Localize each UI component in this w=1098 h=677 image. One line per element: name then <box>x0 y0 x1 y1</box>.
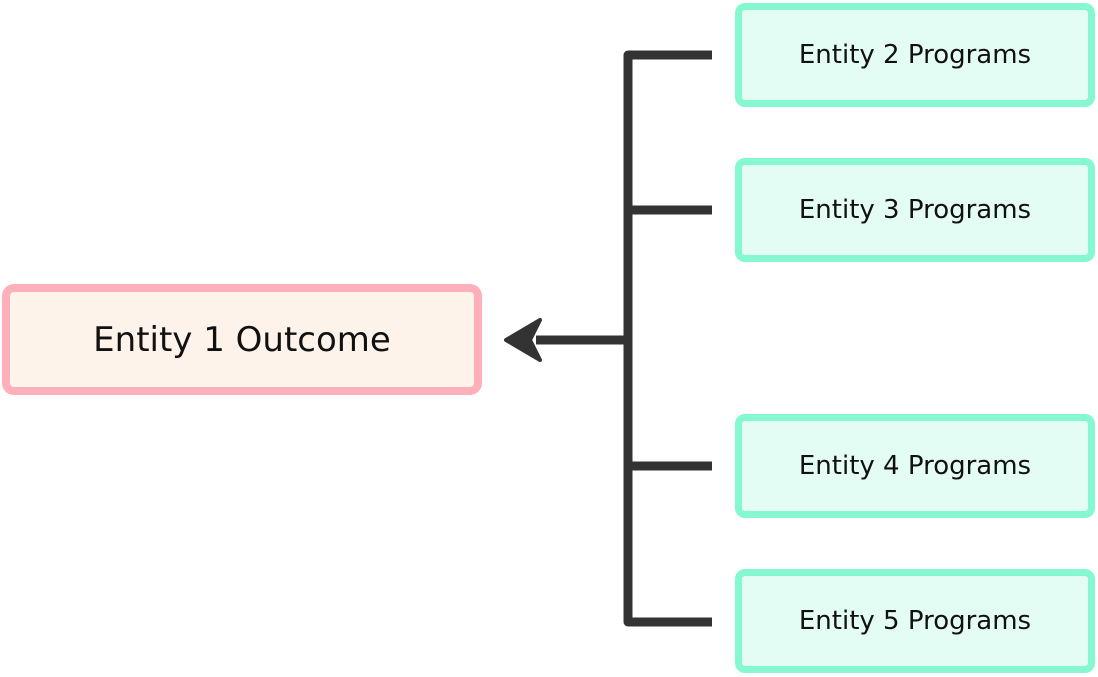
program-box-entity-2: Entity 2 Programs <box>735 3 1095 107</box>
program-label: Entity 3 Programs <box>798 195 1032 225</box>
arrow-head-icon <box>504 318 542 362</box>
program-box-entity-4: Entity 4 Programs <box>735 414 1095 518</box>
outcome-label: Entity 1 Outcome <box>93 319 391 360</box>
outcome-box: Entity 1 Outcome <box>2 284 482 395</box>
program-label: Entity 2 Programs <box>798 40 1032 70</box>
program-box-entity-3: Entity 3 Programs <box>735 158 1095 262</box>
program-box-entity-5: Entity 5 Programs <box>735 569 1095 673</box>
program-label: Entity 5 Programs <box>798 606 1032 636</box>
program-label: Entity 4 Programs <box>798 451 1032 481</box>
